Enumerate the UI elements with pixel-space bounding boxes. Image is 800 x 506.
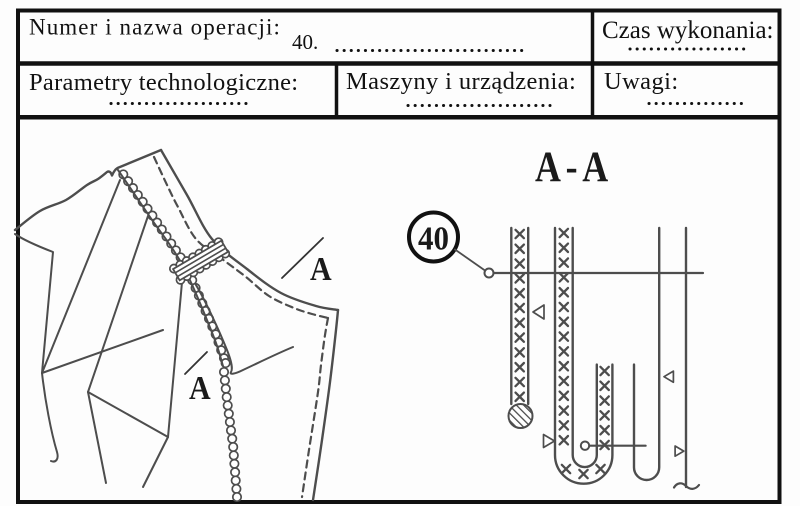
svg-text:40.: 40. (292, 30, 318, 54)
svg-text:Uwagi:: Uwagi: (604, 68, 679, 95)
svg-text:Maszyny i urządzenia:: Maszyny i urządzenia: (346, 68, 576, 95)
svg-text:A: A (189, 368, 211, 406)
svg-text:A - A: A - A (535, 143, 608, 191)
svg-text:Czas wykonania:: Czas wykonania: (602, 17, 773, 44)
svg-text:40: 40 (418, 220, 449, 258)
svg-text:Numer i nazwa operacji:: Numer i nazwa operacji: (29, 15, 281, 40)
svg-text:A: A (310, 249, 332, 287)
svg-text:Parametry technologiczne:: Parametry technologiczne: (29, 69, 298, 96)
